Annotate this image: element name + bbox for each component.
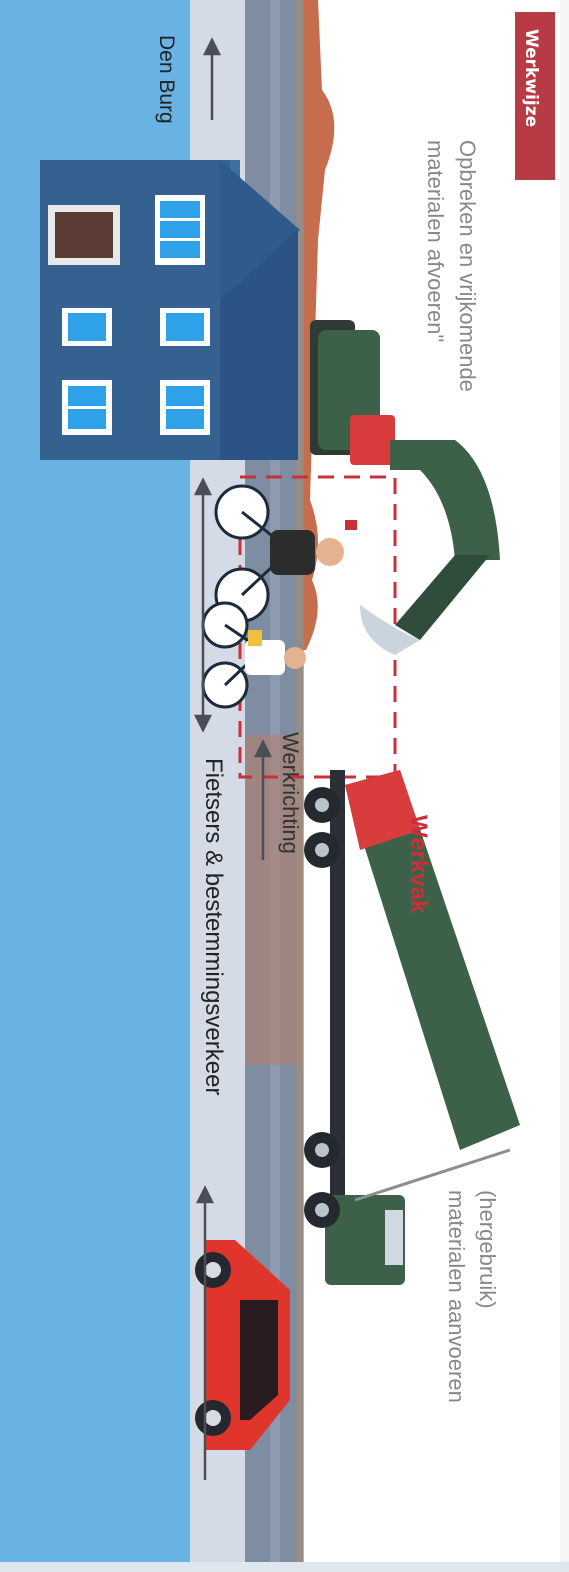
cyclist-icon	[201, 484, 292, 709]
werkwijze-badge: Werkwijze	[515, 12, 555, 180]
direction-label: Werkrichting	[278, 732, 303, 854]
excavator-icon	[310, 320, 500, 655]
arrow-icon	[193, 37, 273, 1480]
town-label: Den Burg	[155, 35, 178, 124]
supply-label-line2: materialen aanvoeren	[444, 1190, 469, 1403]
earth-mound	[303, 0, 335, 650]
demolish-label-line2: materialen afvoeren"	[423, 140, 448, 343]
work-zone-label: Werkvak	[405, 815, 432, 914]
badge-label: Werkwijze	[521, 29, 541, 128]
house-icon	[40, 160, 300, 460]
demolish-label-line1: Opbreken en vrijkomende	[455, 140, 480, 392]
dump-truck-icon	[304, 770, 520, 1285]
supply-label-line1: (hergebruik)	[475, 1190, 500, 1309]
traffic-label: Fietsers & bestemmingsverkeer	[200, 758, 227, 1096]
